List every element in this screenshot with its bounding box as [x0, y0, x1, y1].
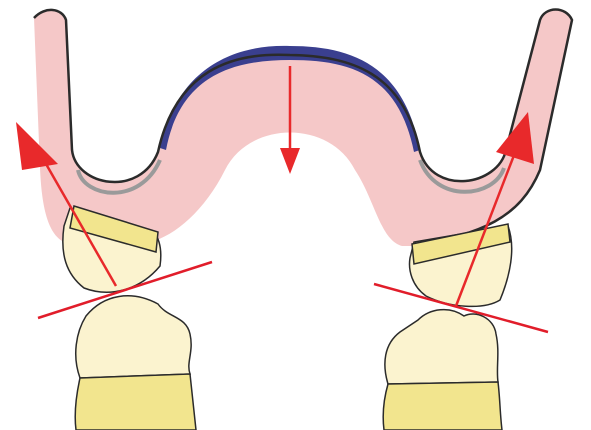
left-lower-tooth-crown	[76, 296, 191, 378]
center-downward-arrowhead-icon	[280, 148, 300, 174]
appliance-body	[34, 10, 572, 247]
right-lower-tooth-crown	[385, 310, 498, 384]
left-molar-group	[63, 206, 196, 430]
right-lower-tooth-root	[383, 382, 502, 430]
expansion-appliance	[34, 10, 572, 247]
left-lower-tooth-root	[75, 374, 196, 430]
right-molar-group	[383, 224, 511, 430]
